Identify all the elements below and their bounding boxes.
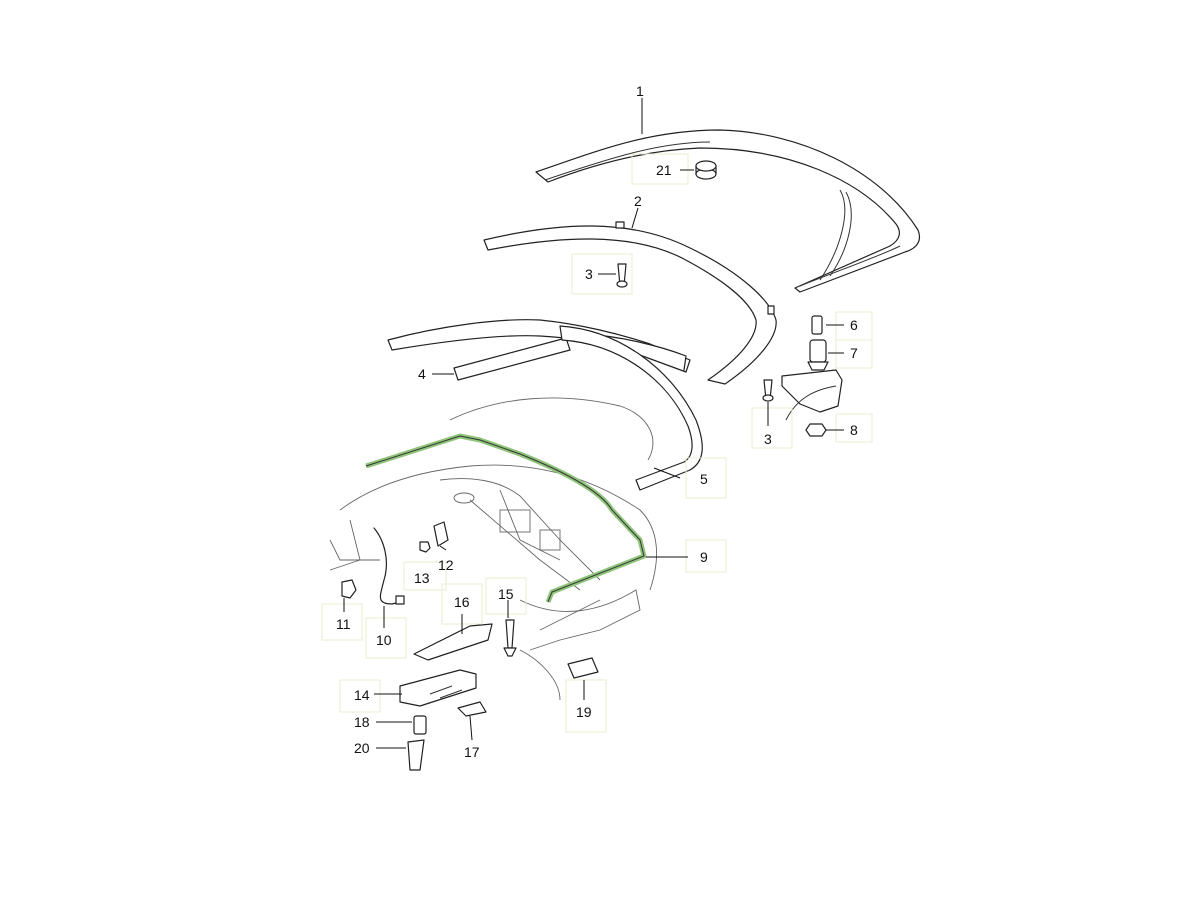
callout-3-upper: 3 <box>585 266 593 282</box>
callout-4: 4 <box>418 366 426 382</box>
part-10-hose[interactable] <box>373 527 405 605</box>
callout-15: 15 <box>498 586 514 602</box>
part-8-nut[interactable] <box>805 423 827 437</box>
callout-1: 1 <box>636 83 644 99</box>
callout-6: 6 <box>850 317 858 333</box>
part-20-sleeve[interactable] <box>407 739 425 771</box>
callout-14: 14 <box>354 687 370 703</box>
callout-8: 8 <box>850 422 858 438</box>
callout-3-lower: 3 <box>764 431 772 447</box>
callout-20: 20 <box>354 740 370 756</box>
callout-9: 9 <box>700 549 708 565</box>
callout-16: 16 <box>454 594 470 610</box>
part-15-pin[interactable] <box>503 619 517 657</box>
part-6-bolt[interactable] <box>811 315 823 335</box>
part-7-bushing[interactable] <box>807 339 829 371</box>
callout-17: 17 <box>464 744 480 760</box>
car-rear-body <box>329 397 658 701</box>
callout-5: 5 <box>700 471 708 487</box>
part-7-bracket <box>781 369 843 421</box>
part-3-screw-upper[interactable] <box>616 263 628 288</box>
callout-12: 12 <box>438 557 454 573</box>
callout-7: 7 <box>850 345 858 361</box>
callout-19: 19 <box>576 704 592 720</box>
callout-numbers: 1 2 3 3 4 5 6 7 8 9 10 11 12 13 14 15 16… <box>336 83 858 760</box>
part-5-seal[interactable] <box>559 325 703 491</box>
part-13-nut[interactable] <box>419 541 431 553</box>
callout-2: 2 <box>634 193 642 209</box>
part-19-bumper[interactable] <box>567 657 599 679</box>
callout-21: 21 <box>656 162 672 178</box>
part-16-cover[interactable] <box>413 623 493 661</box>
part-1-roof-trim[interactable] <box>535 129 921 293</box>
part-17-clip[interactable] <box>457 701 487 717</box>
part-2-frame[interactable] <box>483 221 777 385</box>
part-9-highlighted-seal[interactable] <box>365 433 647 603</box>
callout-frames <box>321 153 873 733</box>
leader-lines <box>343 98 844 749</box>
callout-18: 18 <box>354 714 370 730</box>
part-11-clip[interactable] <box>341 579 357 599</box>
part-3-screw-lower[interactable] <box>762 379 774 402</box>
part-14-plate[interactable] <box>399 669 477 707</box>
part-18-screw[interactable] <box>413 715 427 735</box>
part-12-bracket[interactable] <box>433 521 449 547</box>
callout-10: 10 <box>376 632 392 648</box>
callout-11: 11 <box>336 616 351 632</box>
part-21-plug[interactable] <box>695 160 717 180</box>
callout-13: 13 <box>414 570 430 586</box>
